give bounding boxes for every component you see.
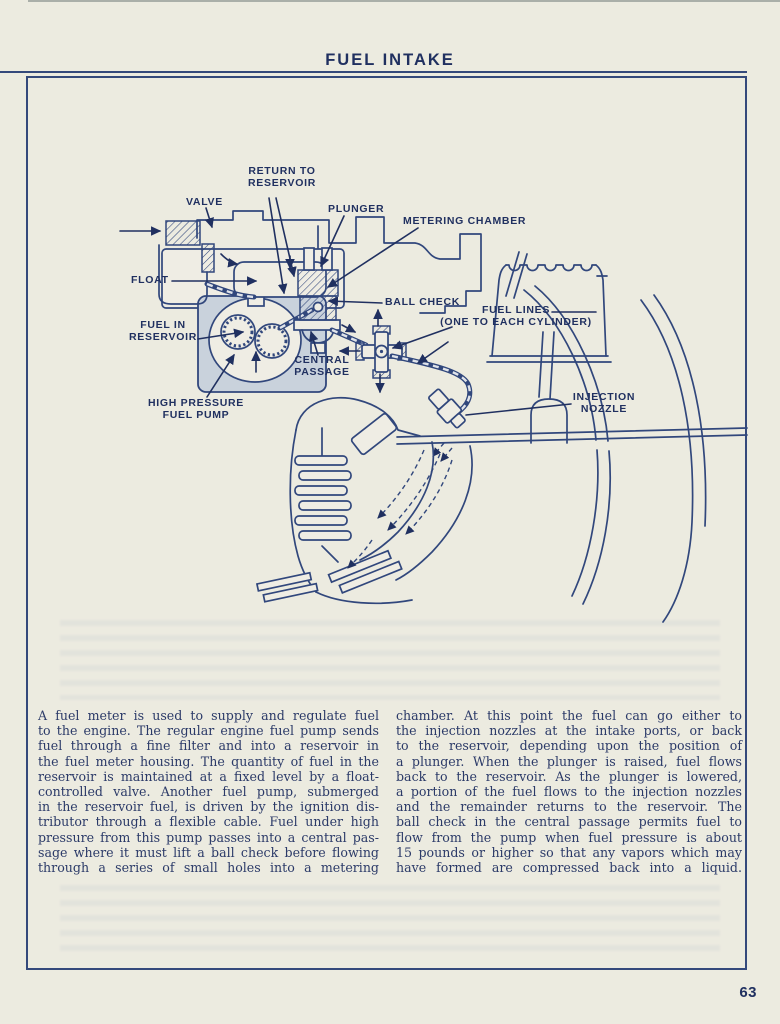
body-column-right: chamber. At this point the fuel can go e… [396, 708, 742, 875]
page-title: FUEL INTAKE [325, 51, 455, 69]
label-plunger: PLUNGER [328, 203, 384, 215]
text-line: pressure from this pump passes into a ce… [38, 829, 379, 845]
text-line: tributor through a flexible cable. Fuel … [38, 814, 379, 830]
text-line: fuel through a fine filter and into a re… [38, 738, 379, 754]
text-line: RESERVOIR [248, 177, 316, 189]
text-line: (ONE TO EACH CYLINDER) [440, 316, 592, 328]
text-line: to the engine. The regular engine fuel p… [38, 723, 379, 739]
text-line: reservoir is maintained at a fixed level… [38, 768, 379, 784]
label-fuel-lines: FUEL LINES(ONE TO EACH CYLINDER) [440, 304, 592, 328]
text-line: NOZZLE [580, 403, 628, 415]
text-line: the fuel meter housing. The quantity of … [38, 753, 379, 769]
text-line: METERING CHAMBER [403, 215, 527, 227]
text-line: VALVE [186, 196, 223, 208]
label-metering-chamber: METERING CHAMBER [403, 215, 526, 227]
text-line: flow from the pump when fuel pressure is… [396, 829, 742, 845]
title-underline [0, 71, 747, 73]
body-column-left: A fuel meter is used to supply and regul… [38, 708, 379, 875]
text-line: and the remainder returns to the reservo… [396, 799, 742, 815]
label-float: FLOAT [131, 274, 169, 286]
text-line: RESERVOIR [129, 331, 197, 343]
bleed-through [60, 885, 720, 955]
text-line: a portion of the fuel flows to the injec… [396, 784, 742, 800]
text-line: FUEL LINES [481, 304, 551, 316]
text-line: RETURN TO [248, 165, 316, 177]
text-line: 15 pounds or higher so that any vapors w… [396, 844, 742, 860]
text-line: A fuel meter is used to supply and regul… [38, 708, 379, 723]
text-line: PLUNGER [328, 203, 385, 215]
text-line: FLOAT [131, 274, 169, 286]
bleed-through [60, 620, 720, 700]
text-line: in the reservoir fuel, is driven by the … [38, 799, 379, 815]
scan-edge-artifact [28, 0, 780, 2]
text-line: PASSAGE [294, 366, 350, 378]
text-line: CENTRAL [294, 354, 350, 366]
label-valve: VALVE [186, 196, 223, 208]
text-line: HIGH PRESSURE [147, 397, 245, 409]
text-line: back to the reservoir. As the plunger is… [396, 768, 742, 784]
text-line: FUEL PUMP [162, 409, 230, 421]
text-line: the injection nozzles at the intake port… [396, 723, 742, 739]
text-line: to the reservoir, depending upon the pos… [396, 738, 742, 754]
text-line: controlled valve. Another fuel pump, sub… [38, 784, 379, 800]
text-line: through a series of small holes into a m… [38, 860, 379, 876]
page-number: 63 [739, 984, 757, 1001]
text-line: chamber. At this point the fuel can go e… [396, 708, 742, 723]
text-line: ball check in the central passage permit… [396, 814, 742, 830]
label-ball-check: BALL CHECK [385, 296, 460, 308]
text-line: FUEL IN [140, 319, 186, 331]
text-line: BALL CHECK [385, 296, 461, 308]
text-line: INJECTION [572, 391, 636, 403]
text-line: have formed are compressed back into a l… [396, 860, 742, 876]
text-line: a plunger. When the plunger is raised, f… [396, 753, 742, 769]
text-line: sage where it must lift a ball check bef… [38, 844, 379, 860]
